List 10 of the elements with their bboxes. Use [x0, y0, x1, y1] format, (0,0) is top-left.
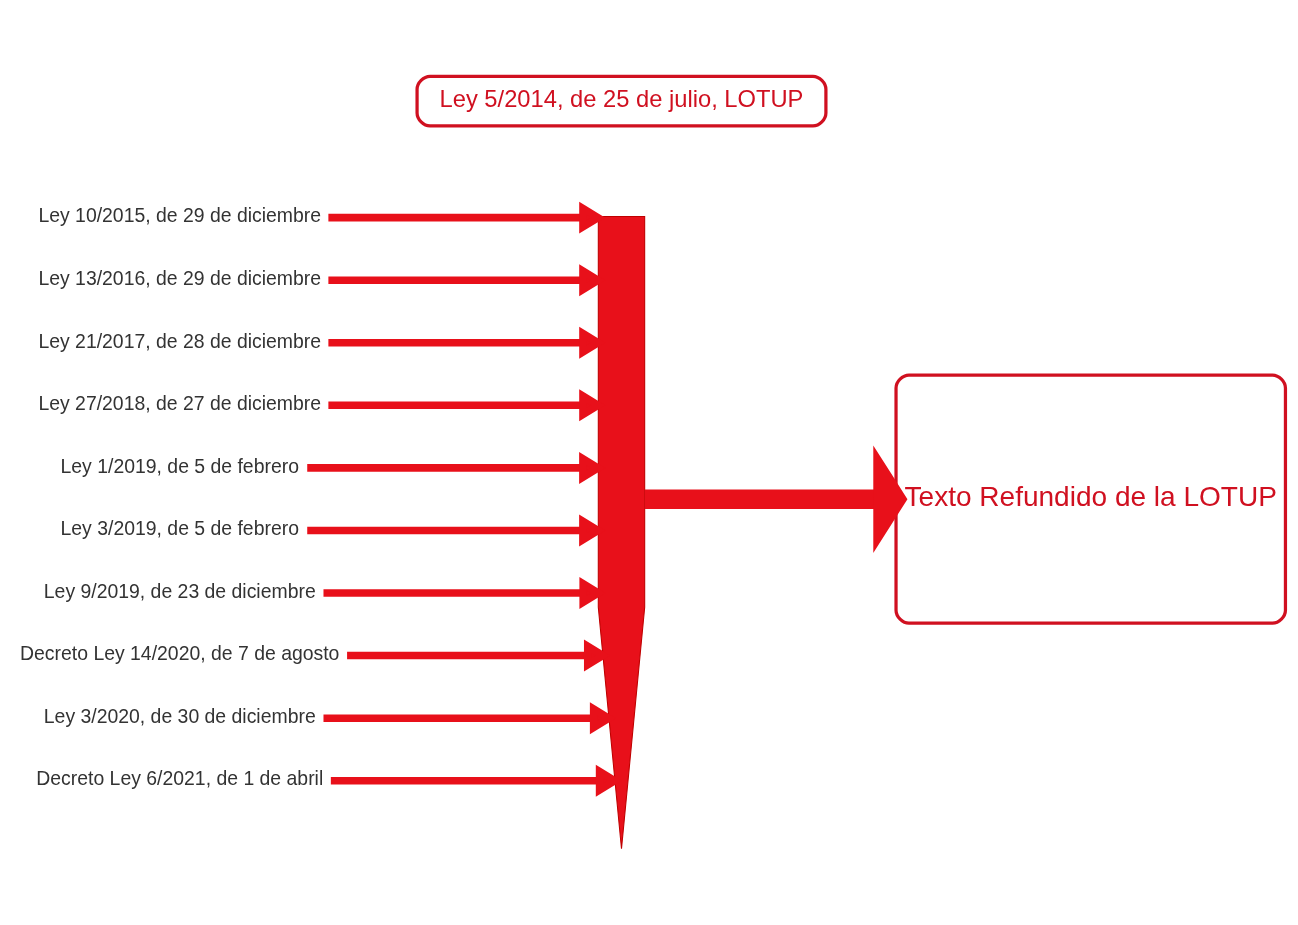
- node-text: Ley 27/2018, de 27 de diciembre: [38, 392, 322, 415]
- node-text: Ley 10/2015, de 29 de diciembre: [38, 204, 322, 227]
- node-text: Ley 3/2019, de 5 de febrero: [60, 517, 299, 540]
- node-text: Ley 9/2019, de 23 de diciembre: [43, 579, 316, 602]
- node-text: Ley 1/2019, de 5 de febrero: [60, 454, 299, 477]
- node-text: Decreto Ley 6/2021, de 1 de abril: [36, 767, 324, 790]
- node-text: Ley 3/2020, de 30 de diciembre: [43, 704, 316, 727]
- node-text: Ley 13/2016, de 29 de diciembre: [38, 266, 322, 289]
- node-text: Decreto Ley 14/2020, de 7 de agosto: [20, 642, 340, 665]
- node-text: Ley 21/2017, de 28 de diciembre: [38, 329, 322, 352]
